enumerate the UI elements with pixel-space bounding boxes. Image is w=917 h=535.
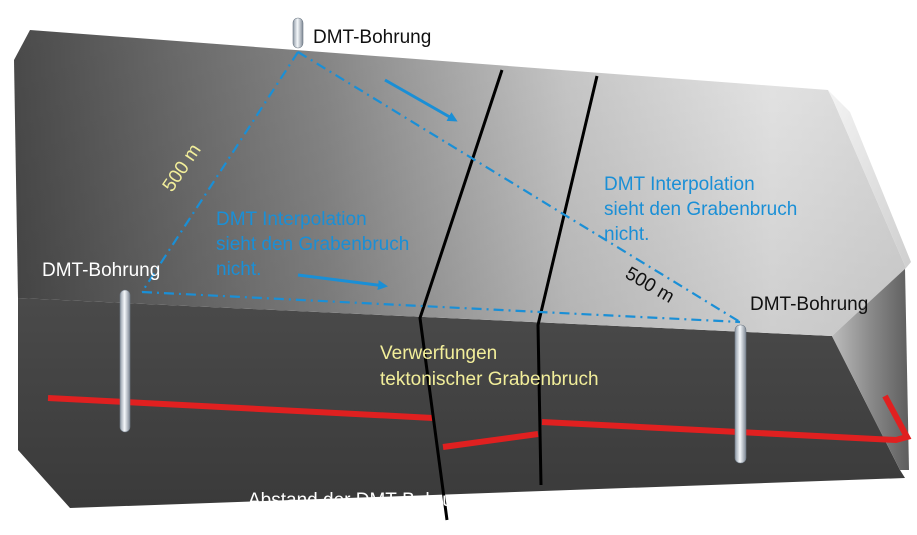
- borehole-left-label: DMT-Bohrung: [42, 260, 160, 281]
- fault-label-line-2: tektonischer Grabenbruch: [380, 369, 599, 390]
- seam-segment-right: [541, 394, 912, 444]
- seam-segment-middle: [442, 431, 539, 450]
- interp-left-line-2: sieht den Grabenbruch: [216, 234, 409, 255]
- bottom-caption: Abstand der DMT-Bohrungen 500 m: [248, 490, 553, 511]
- fault-label: Verwerfungen tektonischer Grabenbruch: [380, 343, 599, 390]
- interpolation-label-left: DMT Interpolation sieht den Grabenbruch …: [216, 209, 415, 280]
- labels: DMT-Bohrung DMT-Bohrung DMT-Bohrung 500 …: [42, 27, 868, 511]
- borehole-top-icon: [292, 17, 304, 49]
- block-front-face: [18, 298, 905, 508]
- fault-line-right: [536, 75, 599, 486]
- interp-left-line-1: DMT Interpolation: [216, 209, 367, 230]
- interpolation-lines: [141, 51, 741, 324]
- block-top-shade: [14, 30, 906, 336]
- fault-lines: [418, 69, 599, 521]
- block-right-bevel: [832, 268, 909, 470]
- interpolation-label-right: DMT Interpolation sieht den Grabenbruch …: [604, 174, 803, 245]
- arrows: [297, 78, 458, 291]
- borehole-left-icon: [119, 289, 131, 433]
- boreholes: [119, 17, 747, 464]
- terrain-block: [14, 30, 911, 508]
- seam-line: [47, 394, 912, 450]
- arrow-icon-upper: [384, 78, 458, 122]
- interp-left-line-3: nicht.: [216, 259, 261, 280]
- borehole-right-icon: [734, 324, 747, 464]
- interp-line-top-right: [297, 51, 741, 323]
- interp-right-line-1: DMT Interpolation: [604, 174, 755, 195]
- interp-right-line-2: sieht den Grabenbruch: [604, 199, 797, 220]
- interp-right-line-3: nicht.: [604, 224, 649, 245]
- block-right-edge: [828, 90, 911, 268]
- borehole-right-label: DMT-Bohrung: [750, 294, 868, 315]
- interp-line-top-left: [141, 51, 299, 293]
- arrow-icon-lower: [297, 273, 388, 291]
- seam-segment-left: [47, 395, 434, 421]
- fault-line-left: [418, 69, 504, 521]
- borehole-top-label: DMT-Bohrung: [313, 27, 431, 48]
- fault-label-line-1: Verwerfungen: [380, 343, 497, 364]
